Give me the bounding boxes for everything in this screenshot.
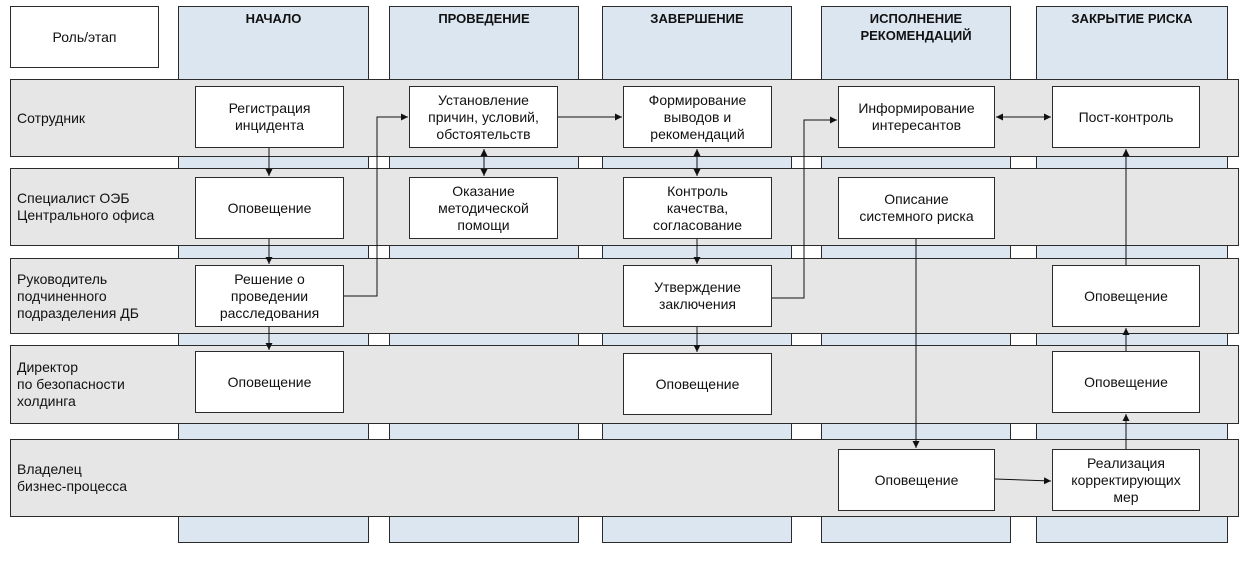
column-header-start: НАЧАЛО: [245, 11, 302, 26]
lane-label-director: Директор по безопасности холдинга: [17, 359, 125, 409]
lane-label-employee: Сотрудник: [17, 109, 86, 126]
column-header-execution: ИСПОЛНЕНИЕ РЕКОМЕНДАЦИЙ: [860, 11, 972, 43]
box-investigation-decision: Решение о проведении расследования: [195, 265, 344, 327]
box-notify-head-close: Оповещение: [1052, 265, 1200, 327]
lane-label-specialist: Специалист ОЭБ Центрального офиса: [17, 190, 155, 223]
column-header-close-risk: ЗАКРЫТИЕ РИСКА: [1071, 11, 1193, 26]
arrow-owner-to-corrective: [994, 477, 1052, 485]
arrow-decision-to-causes: [344, 113, 408, 297]
box-corrective-measures: Реализация корректирующих мер: [1052, 449, 1200, 511]
box-registration: Регистрация инцидента: [195, 86, 344, 148]
box-notify-director-close: Оповещение: [1052, 351, 1200, 413]
role-stage-label: Роль/этап: [10, 6, 159, 68]
box-post-control: Пост-контроль: [1052, 86, 1200, 148]
box-establish-causes: Установление причин, условий, обстоятель…: [409, 86, 558, 148]
box-methodical-help: Оказание методической помощи: [409, 177, 558, 239]
box-approve-conclusion: Утверждение заключения: [623, 265, 772, 327]
box-system-risk: Описание системного риска: [838, 177, 995, 239]
box-notify-director-start: Оповещение: [195, 351, 344, 413]
box-conclusions: Формирование выводов и рекомендаций: [623, 86, 772, 148]
box-inform-stakeholders: Информирование интересантов: [838, 86, 995, 148]
box-notify-specialist: Оповещение: [195, 177, 344, 239]
box-notify-owner: Оповещение: [838, 449, 995, 511]
lane-label-head: Руководитель подчиненного подразделения …: [17, 270, 139, 321]
box-notify-director-finish: Оповещение: [623, 353, 772, 415]
arrow-approve-to-inform: [772, 116, 837, 299]
lane-owner: [10, 439, 1239, 517]
column-header-finish: ЗАВЕРШЕНИЕ: [650, 11, 744, 26]
lane-label-owner: Владелец бизнес-процесса: [17, 461, 128, 494]
box-quality-control: Контроль качества, согласование: [623, 177, 772, 239]
column-header-conduct: ПРОВЕДЕНИЕ: [438, 11, 530, 26]
